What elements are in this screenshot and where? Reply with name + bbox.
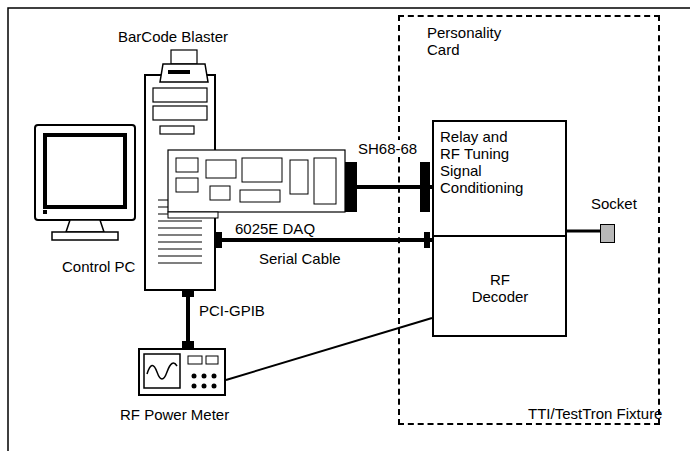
- node-label: RF Power Meter: [120, 406, 229, 423]
- frame: [8, 8, 690, 451]
- meter-box: RF Power Meter: [138, 348, 226, 396]
- pc-node: Control PC: [35, 75, 215, 290]
- node-label: Control PC: [62, 258, 135, 275]
- connector-blocks: [182, 162, 430, 348]
- monitor-figure: [35, 125, 135, 240]
- node-label: Relay and RF Tuning Signal Conditioning: [440, 128, 528, 196]
- node-label: BarCode Blaster: [118, 28, 228, 45]
- meter-figure: [144, 354, 218, 389]
- printer-node: BarCode Blaster: [115, 28, 240, 86]
- cable-label: PCI-GPIB: [198, 302, 266, 319]
- cable-line: [567, 230, 600, 233]
- process-box: Relay and RF Tuning Signal Conditioning: [432, 120, 567, 237]
- fixture-box: TTI/TestTron Fixture Personality CardRela…: [398, 15, 660, 425]
- cable-line: [345, 185, 432, 189]
- process-box: RF Decoder: [432, 235, 567, 337]
- cable-label: SH68-68: [357, 140, 418, 157]
- node-label: 6025E DAQ: [235, 220, 315, 237]
- node-label: Personality Card: [427, 24, 527, 58]
- cable-line: [186, 290, 190, 348]
- daq-node: 6025E DAQ: [220, 150, 345, 238]
- printer-figure: [160, 50, 208, 82]
- socket-box: Socket: [600, 224, 615, 243]
- node-label: RF Decoder: [467, 271, 533, 305]
- cable-label: Serial Cable: [258, 250, 342, 267]
- node-label: TTI/TestTron Fixture: [528, 405, 662, 422]
- daq-card-figure: [168, 150, 345, 218]
- personality-card: Personality CardRelay and RF Tuning Sign…: [427, 24, 567, 337]
- node-label: Socket: [591, 195, 637, 212]
- cable-line: [226, 318, 432, 380]
